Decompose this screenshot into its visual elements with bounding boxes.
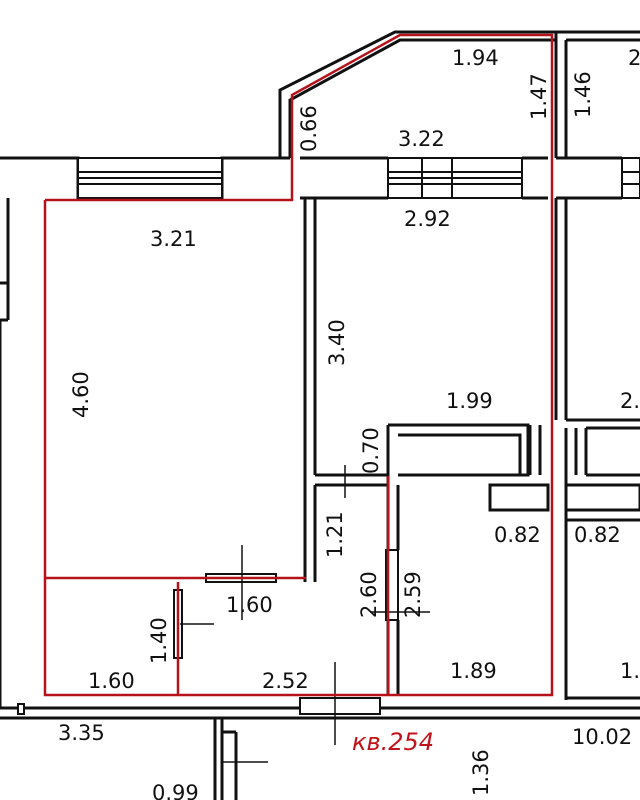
dimension-labels: 1.94 1.47 0.66 1.46 2 3.22 2.92 3.21 4.6…: [58, 46, 640, 800]
dim-room-height: 4.60: [69, 371, 93, 418]
windows: [17, 157, 640, 715]
apartment-number: кв.254: [352, 728, 434, 756]
dim-left-stair: 3.35: [58, 721, 105, 745]
stair-window: [17, 703, 25, 715]
dim-neighbor-closet: 2.: [620, 389, 640, 413]
dim-right-stair: 10.02: [572, 725, 632, 749]
dim-kitchen-depth: 3.40: [325, 319, 349, 366]
dim-wc-width: 1.89: [450, 659, 497, 683]
dim-bath-depth: 1.40: [147, 617, 171, 664]
dim-room-width: 3.21: [150, 227, 197, 251]
dim-closet-width: 1.99: [446, 389, 493, 413]
bottom-window: [299, 697, 381, 715]
dim-niche-left: 0.82: [494, 523, 541, 547]
dim-hall-width: 2.52: [262, 669, 309, 693]
dim-window-span: 3.22: [398, 127, 445, 151]
dim-niche-right: 0.82: [574, 523, 621, 547]
dim-stair-depth: 1.36: [469, 749, 493, 796]
window-right: [621, 157, 640, 199]
dim-loggia-right: 1.47: [527, 73, 551, 120]
dim-neighbor-top: 2: [628, 46, 640, 70]
dim-bath-bottom: 1.60: [88, 669, 135, 693]
dim-neighbor-balcony: 1.46: [571, 71, 595, 118]
dim-bath-top: 1.60: [226, 593, 273, 617]
dim-corridor-b: 2.59: [401, 571, 425, 618]
dim-neighbor-wc: 1.: [620, 659, 640, 683]
dim-corridor-a: 2.60: [357, 571, 381, 618]
dim-bottom-step: 0.99: [152, 781, 199, 800]
dim-closet-depth: 0.70: [359, 427, 383, 474]
dim-hall-depth: 1.21: [323, 511, 347, 558]
apartment-boundary: [43, 33, 554, 697]
dim-loggia-left: 0.66: [297, 105, 321, 152]
dim-kitchen-width: 2.92: [404, 207, 451, 231]
dim-loggia-top: 1.94: [452, 46, 499, 70]
